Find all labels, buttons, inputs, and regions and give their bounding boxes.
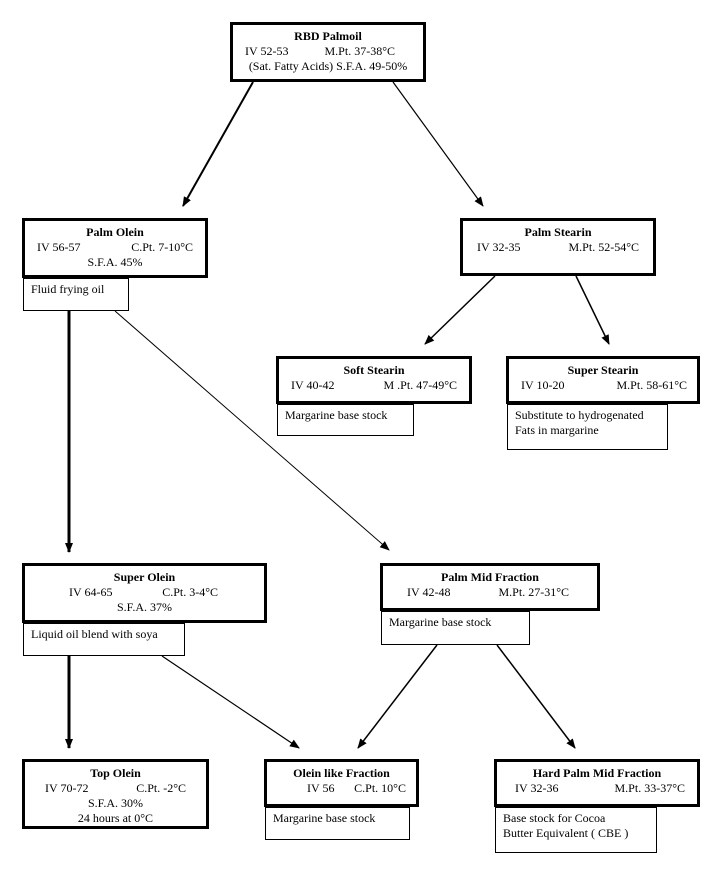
- top-olein-condition: 24 hours at 0°C: [77, 811, 154, 825]
- hard-palm-mid-fraction-mpt: M.Pt. 33-37°C: [614, 781, 685, 795]
- rbd-palmoil-title: RBD Palmoil: [294, 29, 362, 43]
- soft-stearin-title: Soft Stearin: [343, 363, 405, 377]
- soft-stearin-use-note: Margarine base stock: [277, 404, 414, 436]
- super-olein-cpt: C.Pt. 3-4°C: [162, 585, 218, 599]
- palm-stearin-box: Palm Stearin IV 32-35 M.Pt. 52-54°C: [460, 218, 656, 276]
- palm-olein-sfa: S.F.A. 45%: [87, 255, 143, 269]
- hard-palm-mid-fraction-title: Hard Palm Mid Fraction: [532, 766, 662, 780]
- palm-mid-fraction-box: Palm Mid Fraction IV 42-48 M.Pt. 27-31°C: [380, 563, 600, 611]
- palm-mid-fraction-use-note: Margarine base stock: [381, 611, 530, 645]
- olein-like-fraction-iv: IV 56: [307, 781, 335, 795]
- palm-mid-fraction-use-text: Margarine base stock: [389, 615, 492, 629]
- soft-stearin-box: Soft Stearin IV 40-42 M .Pt. 47-49°C: [276, 356, 472, 404]
- hard-palm-mid-fraction-use-line1: Base stock for Cocoa: [503, 811, 606, 825]
- super-olein-use-text: Liquid oil blend with soya: [31, 627, 158, 641]
- top-olein-sfa: S.F.A. 30%: [87, 796, 144, 810]
- top-olein-title: Top Olein: [90, 766, 141, 780]
- arrow-rbd-to-palm-olein: [182, 81, 254, 207]
- super-stearin-use-line1: Substitute to hydrogenated: [515, 408, 644, 422]
- soft-stearin-mpt: M .Pt. 47-49°C: [383, 378, 457, 392]
- rbd-palmoil-mpt: M.Pt. 37-38°C: [324, 44, 395, 58]
- super-olein-iv: IV 64-65: [69, 585, 113, 599]
- hard-palm-mid-fraction-box: Hard Palm Mid Fraction IV 32-36 M.Pt. 33…: [494, 759, 700, 807]
- olein-like-fraction-box: Olein like Fraction IV 56 C.Pt. 10°C: [264, 759, 419, 807]
- super-stearin-use-note: Substitute to hydrogenated Fats in marga…: [507, 404, 668, 450]
- super-olein-box: Super Olein IV 64-65 C.Pt. 3-4°C S.F.A. …: [22, 563, 267, 623]
- super-stearin-mpt: M.Pt. 58-61°C: [616, 378, 687, 392]
- soft-stearin-use-text: Margarine base stock: [285, 408, 388, 422]
- super-stearin-use-line2: Fats in margarine: [515, 423, 599, 437]
- super-stearin-box: Super Stearin IV 10-20 M.Pt. 58-61°C: [506, 356, 700, 404]
- arrow-palm-olein-to-palm-mid: [114, 310, 390, 551]
- arrow-palm-mid-to-olein-like: [357, 644, 438, 749]
- top-olein-box: Top Olein IV 70-72 C.Pt. -2°C S.F.A. 30%…: [22, 759, 209, 829]
- palm-mid-fraction-iv: IV 42-48: [407, 585, 451, 599]
- hard-palm-mid-fraction-iv: IV 32-36: [515, 781, 559, 795]
- olein-like-fraction-title: Olein like Fraction: [293, 766, 390, 780]
- palm-stearin-mpt: M.Pt. 52-54°C: [568, 240, 639, 254]
- palm-olein-use-text: Fluid frying oil: [31, 282, 105, 296]
- top-olein-cpt: C.Pt. -2°C: [136, 781, 186, 795]
- super-olein-sfa: S.F.A. 37%: [116, 600, 173, 614]
- arrow-rbd-to-palm-stearin: [392, 81, 484, 207]
- super-olein-use-note: Liquid oil blend with soya: [23, 623, 185, 656]
- rbd-palmoil-box: RBD Palmoil IV 52-53 M.Pt. 37-38°C (Sat.…: [230, 22, 426, 82]
- rbd-palmoil-iv: IV 52-53: [245, 44, 289, 58]
- olein-like-fraction-use-note: Margarine base stock: [265, 807, 410, 840]
- palm-stearin-iv: IV 32-35: [477, 240, 521, 254]
- top-olein-iv: IV 70-72: [45, 781, 89, 795]
- palm-olein-box: Palm Olein IV 56-57 C.Pt. 7-10°C S.F.A. …: [22, 218, 208, 278]
- palm-stearin-title: Palm Stearin: [524, 225, 592, 239]
- super-stearin-title: Super Stearin: [567, 363, 639, 377]
- arrow-palm-stearin-to-super-stearin: [575, 275, 610, 345]
- palm-mid-fraction-title: Palm Mid Fraction: [441, 570, 539, 584]
- arrow-palm-mid-to-hard-pmf: [496, 644, 576, 749]
- soft-stearin-iv: IV 40-42: [291, 378, 335, 392]
- olein-like-fraction-use-text: Margarine base stock: [273, 811, 376, 825]
- palm-olein-iv: IV 56-57: [37, 240, 81, 254]
- arrow-super-olein-to-olein-like: [161, 655, 300, 749]
- hard-palm-mid-fraction-use-note: Base stock for Cocoa Butter Equivalent (…: [495, 807, 657, 853]
- palm-olein-title: Palm Olein: [86, 225, 144, 239]
- olein-like-fraction-cpt: C.Pt. 10°C: [354, 781, 406, 795]
- palm-olein-cpt: C.Pt. 7-10°C: [131, 240, 193, 254]
- super-olein-title: Super Olein: [113, 570, 176, 584]
- super-stearin-iv: IV 10-20: [521, 378, 565, 392]
- arrow-palm-stearin-to-soft-stearin: [424, 275, 496, 345]
- hard-palm-mid-fraction-use-line2: Butter Equivalent ( CBE ): [503, 826, 629, 840]
- palm-olein-use-note: Fluid frying oil: [23, 278, 129, 311]
- rbd-palmoil-sfa: (Sat. Fatty Acids) S.F.A. 49-50%: [248, 59, 408, 73]
- palm-mid-fraction-mpt: M.Pt. 27-31°C: [498, 585, 569, 599]
